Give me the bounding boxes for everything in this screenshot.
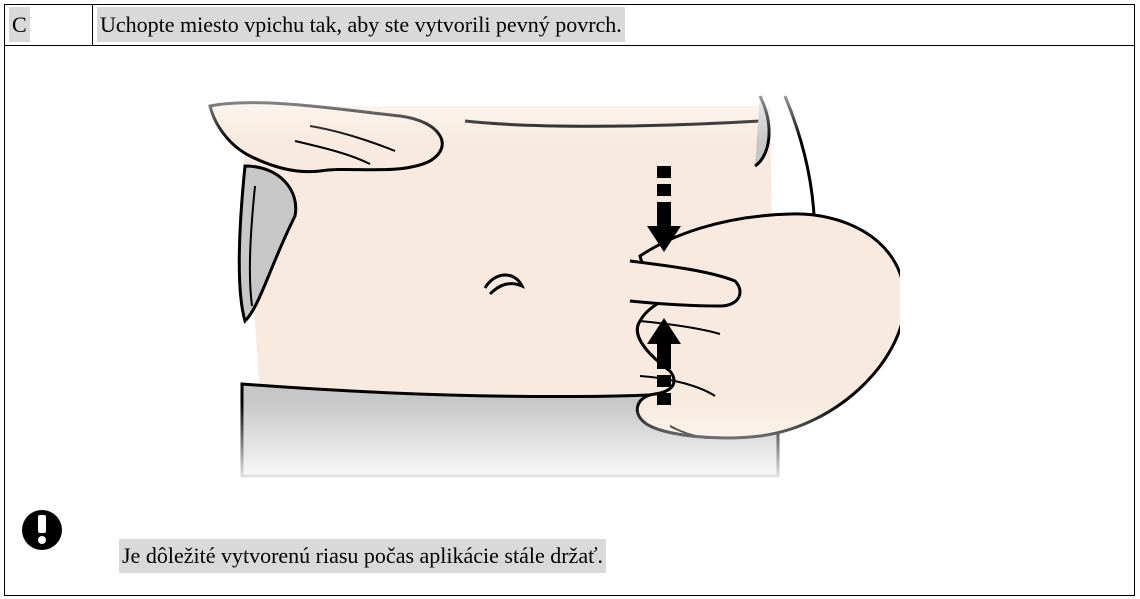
step-instruction: Uchopte miesto vpichu tak, aby ste vytvo… (97, 7, 625, 42)
warning-text: Je dôležité vytvorenú riasu počas apliká… (119, 539, 606, 573)
step-letter: C (9, 7, 30, 42)
step-header-row: C Uchopte miesto vpichu tak, aby ste vyt… (5, 5, 1134, 46)
step-letter-cell: C (5, 5, 93, 45)
step-instruction-cell: Uchopte miesto vpichu tak, aby ste vytvo… (93, 5, 1134, 45)
pinch-skin-illustration (200, 66, 900, 486)
exclamation-warning-icon (11, 499, 73, 561)
